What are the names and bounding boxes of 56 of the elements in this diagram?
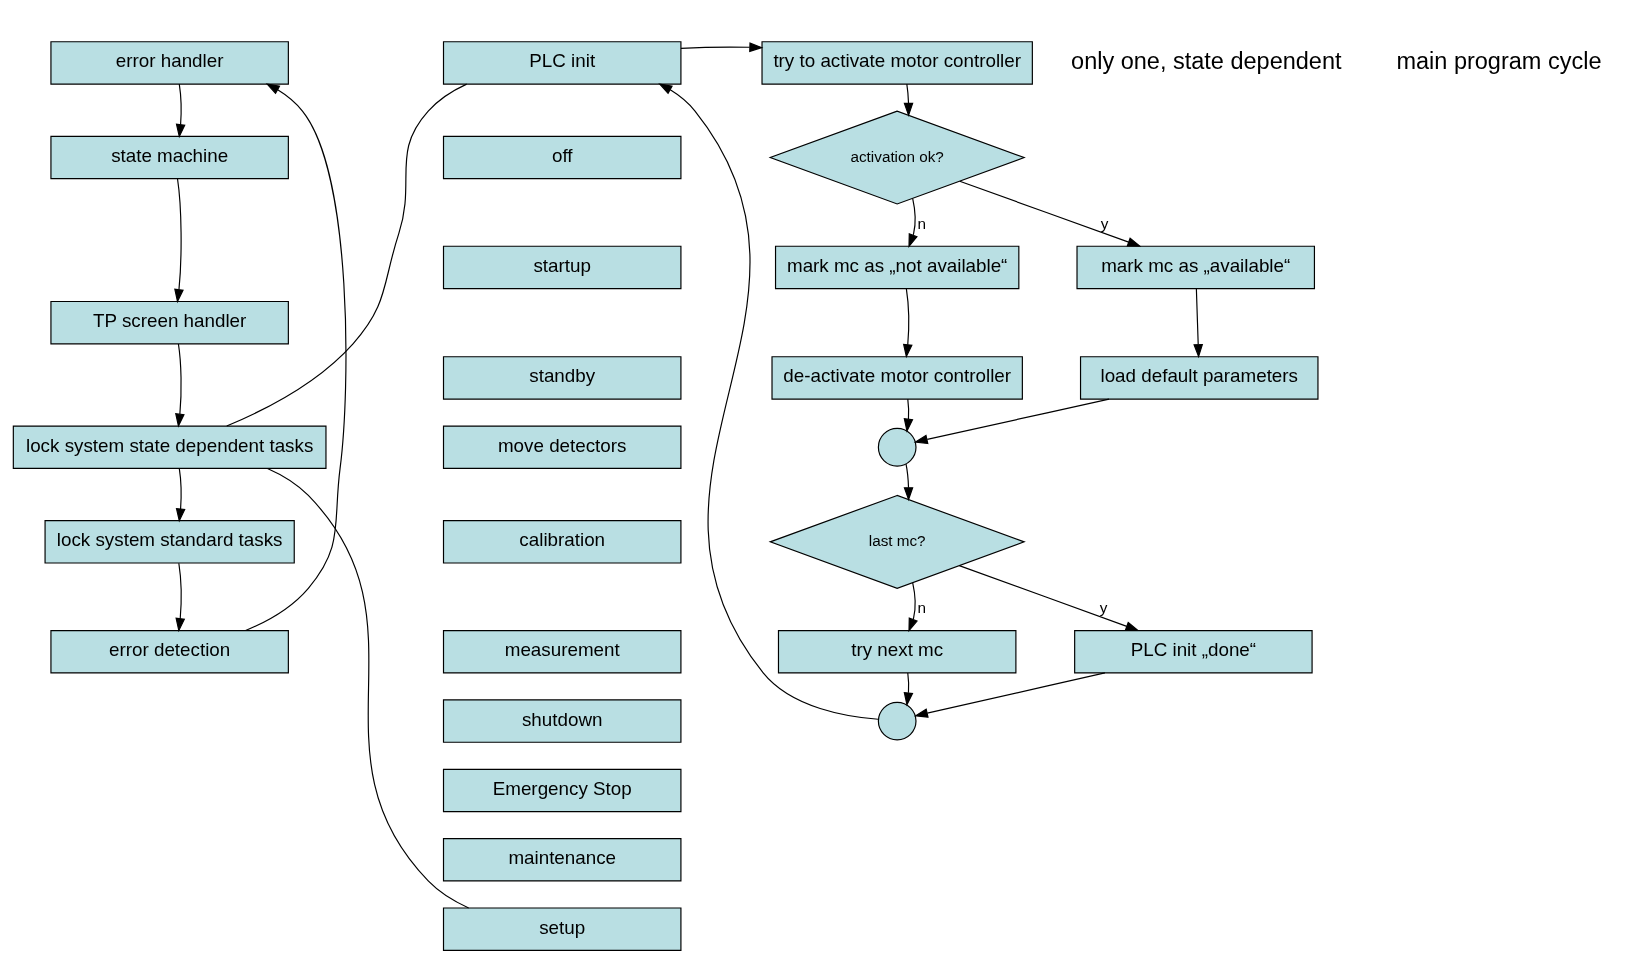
arrow bbox=[680, 42, 764, 53]
node-box: error handler bbox=[50, 41, 289, 85]
node-box: try next mc bbox=[777, 630, 1017, 674]
arrow bbox=[175, 343, 185, 428]
arrow bbox=[908, 198, 918, 248]
node-box: off bbox=[442, 135, 682, 180]
arrow bbox=[903, 672, 914, 707]
connector bbox=[226, 83, 468, 427]
node-box: standby bbox=[442, 356, 682, 400]
arrow bbox=[903, 398, 914, 433]
node-box: lock system standard tasks bbox=[44, 520, 295, 564]
node-diamond: activation ok? bbox=[768, 110, 1026, 205]
arrow bbox=[175, 467, 186, 523]
node-box: move detectors bbox=[442, 425, 682, 469]
node-box: lock system state dependent tasks bbox=[12, 425, 327, 469]
arrow bbox=[902, 288, 913, 359]
label: main program cycle bbox=[1396, 47, 1602, 74]
node-circle bbox=[877, 427, 917, 467]
node-box: error detection bbox=[50, 630, 289, 674]
node-box: maintenance bbox=[442, 838, 682, 882]
node-box: state machine bbox=[50, 135, 289, 180]
label: only one, state dependent bbox=[1071, 47, 1342, 74]
node-box: try to activate motor controller bbox=[761, 41, 1033, 85]
node-box: startup bbox=[442, 245, 682, 290]
node-circle bbox=[877, 701, 917, 741]
node-box: TP screen handler bbox=[50, 300, 289, 345]
arrow bbox=[174, 178, 184, 304]
arrow bbox=[903, 463, 914, 502]
arrow bbox=[908, 582, 918, 633]
node-box: setup bbox=[442, 907, 682, 951]
arrow bbox=[913, 672, 1106, 718]
node-box: PLC init bbox=[442, 41, 682, 85]
node-box: load default parameters bbox=[1079, 356, 1319, 400]
edge-label: n bbox=[917, 215, 927, 233]
edge-label: y bbox=[1100, 215, 1109, 233]
connector bbox=[266, 467, 470, 909]
arrow bbox=[1193, 288, 1204, 359]
edge-label: y bbox=[1099, 599, 1108, 617]
arrow bbox=[658, 83, 879, 720]
arrow bbox=[913, 398, 1110, 445]
arrow bbox=[903, 83, 914, 117]
arrow bbox=[959, 180, 1142, 247]
arrow bbox=[245, 83, 347, 632]
edge-label: n bbox=[917, 599, 927, 617]
node-box: de-activate motor controller bbox=[771, 356, 1023, 400]
node-box: Emergency Stop bbox=[442, 768, 682, 813]
arrow bbox=[175, 83, 186, 139]
node-box: mark mc as „not available“ bbox=[774, 245, 1020, 290]
node-box: shutdown bbox=[442, 699, 682, 743]
arrow bbox=[175, 562, 186, 633]
arrow bbox=[958, 565, 1140, 632]
node-box: calibration bbox=[442, 520, 682, 564]
node-box: PLC init „done“ bbox=[1074, 630, 1313, 674]
node-box: measurement bbox=[442, 630, 682, 674]
node-diamond: last mc? bbox=[768, 494, 1026, 589]
node-box: mark mc as „available“ bbox=[1076, 245, 1315, 290]
